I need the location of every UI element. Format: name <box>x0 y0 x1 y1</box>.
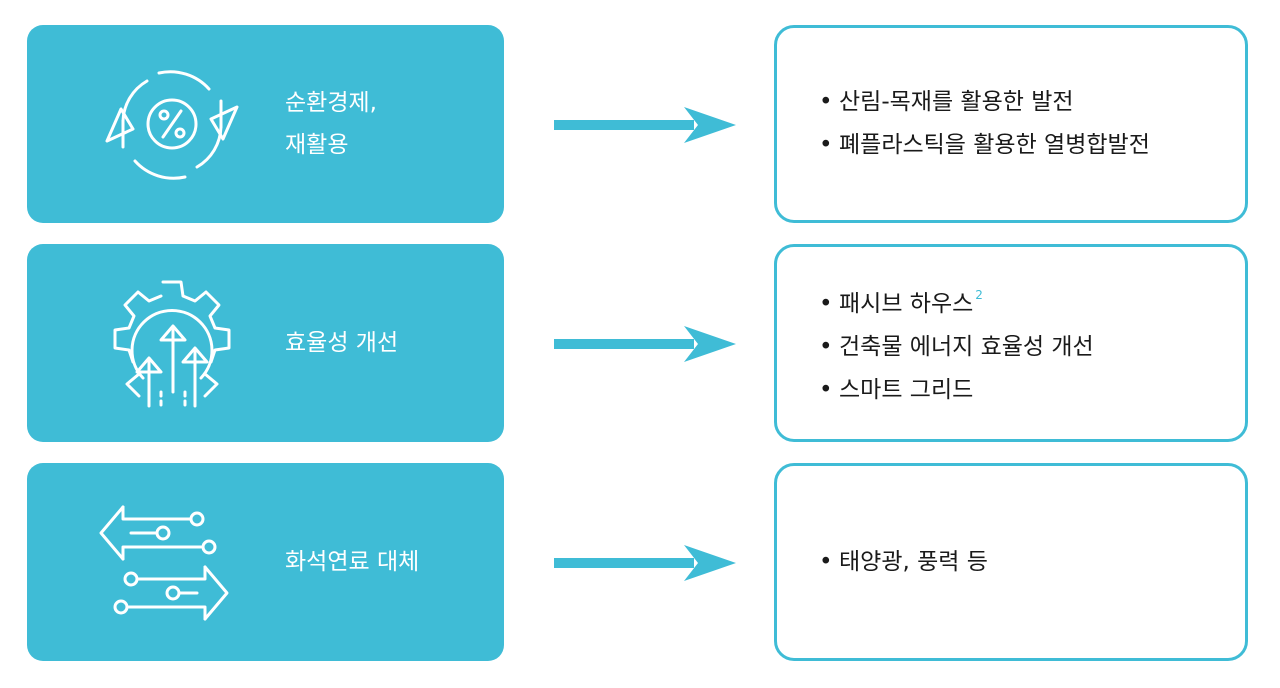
right-arrow-icon <box>554 107 736 143</box>
gear-efficiency-arrows-icon <box>97 268 247 418</box>
category-label-line: 순환경제, <box>285 90 377 116</box>
circular-economy-percent-icon <box>97 49 247 199</box>
category-label: 순환경제, 재활용 <box>285 82 377 166</box>
category-label-line: 효율성 개선 <box>285 330 399 356</box>
category-label-line: 재활용 <box>285 132 349 158</box>
row-circular-economy: 순환경제, 재활용 •산림-목재를 활용한 발전 •폐플라스틱을 활용한 열병합… <box>0 25 1280 223</box>
category-label: 효율성 개선 <box>285 322 398 364</box>
list-item: •건축물 에너지 효율성 개선 <box>819 334 1094 360</box>
list-item: •스마트 그리드 <box>819 377 974 403</box>
right-arrow-icon <box>554 545 736 581</box>
category-label-line: 화석연료 대체 <box>285 549 420 575</box>
right-arrow-icon <box>554 326 736 362</box>
row-fossil-fuel-replacement: 화석연료 대체 •태양광, 풍력 등 <box>0 463 1280 661</box>
examples-card-circular-economy: •산림-목재를 활용한 발전 •폐플라스틱을 활용한 열병합발전 <box>774 25 1248 223</box>
list-item: •산림-목재를 활용한 발전 <box>819 89 1074 115</box>
examples-list: •태양광, 풍력 등 <box>777 541 988 584</box>
category-card-circular-economy: 순환경제, 재활용 <box>27 25 504 223</box>
category-label: 화석연료 대체 <box>285 541 419 583</box>
examples-list: •산림-목재를 활용한 발전 •폐플라스틱을 활용한 열병합발전 <box>777 81 1150 167</box>
footnote-marker: 2 <box>975 288 983 302</box>
examples-card-fossil-fuel-replacement: •태양광, 풍력 등 <box>774 463 1248 661</box>
category-card-efficiency: 효율성 개선 <box>27 244 504 442</box>
list-item: •폐플라스틱을 활용한 열병합발전 <box>819 132 1150 158</box>
category-card-fossil-fuel-replacement: 화석연료 대체 <box>27 463 504 661</box>
list-item: •태양광, 풍력 등 <box>819 548 988 575</box>
fuel-replacement-arrows-icon <box>97 487 247 637</box>
